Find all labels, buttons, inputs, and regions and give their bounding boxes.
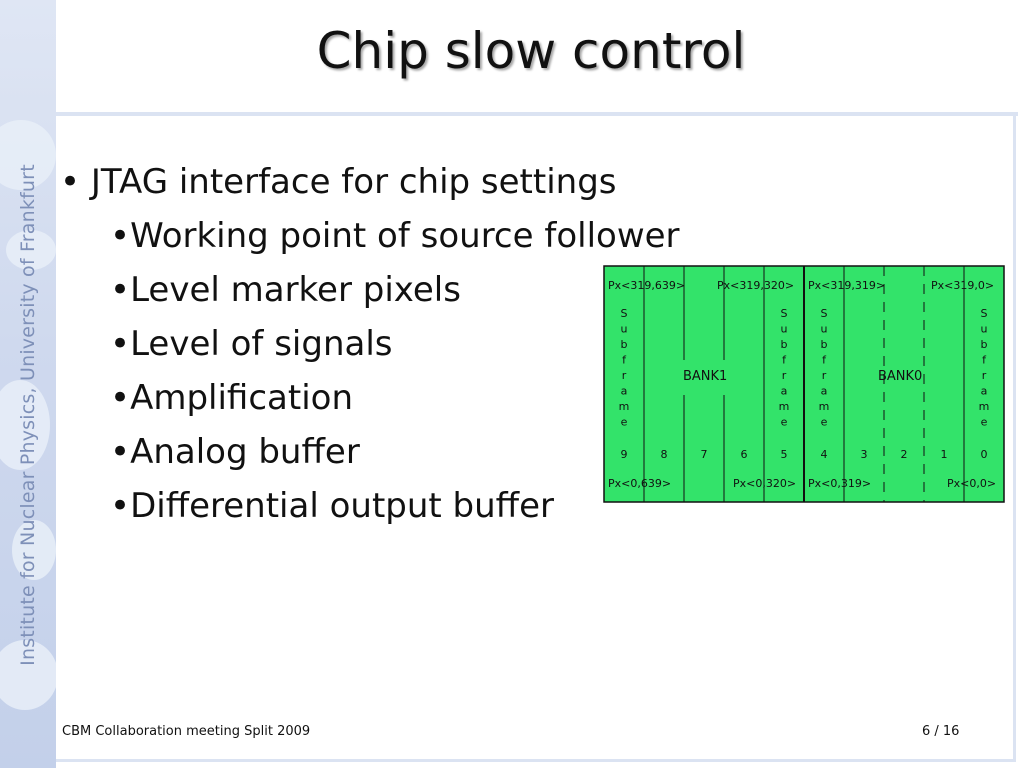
bottom-label-2: Px<0,319> — [808, 477, 871, 490]
diagram-labels: Px<319,639> Px<319,320> Px<319,319> Px<3… — [608, 279, 996, 490]
column-number: 8 — [661, 448, 668, 461]
title-divider — [56, 112, 1018, 116]
subframe-letter: f — [982, 354, 987, 367]
bank-label-1: BANK1 — [683, 369, 727, 384]
sidebar-institute-text: Institute for Nuclear Physics, Universit… — [17, 164, 39, 666]
footer-page-number: 6 / 16 — [922, 724, 960, 739]
subframe-letter: S — [821, 307, 828, 320]
subframe-letter: r — [622, 369, 627, 382]
subframe-letter: b — [981, 338, 988, 351]
bottom-label-0: Px<0,639> — [608, 477, 671, 490]
column-number: 3 — [861, 448, 868, 461]
subframe-letter: u — [781, 323, 788, 336]
subframe-letter: a — [621, 385, 628, 398]
bullet-item: •Working point of source follower — [110, 216, 680, 256]
subframe-letter: r — [782, 369, 787, 382]
column-number: 7 — [701, 448, 708, 461]
subframe-letter: f — [622, 354, 627, 367]
top-label-1: Px<319,320> — [717, 279, 794, 292]
subframe-letter: a — [821, 385, 828, 398]
column-numbers: 9 8 7 6 5 4 3 2 1 0 — [621, 448, 988, 461]
bullet-item: •Amplification — [110, 378, 353, 418]
bullet-list: • JTAG interface for chip settings •Work… — [60, 155, 680, 533]
subframe-letter: u — [981, 323, 988, 336]
pixel-bank-diagram: Px<319,639> Px<319,320> Px<319,319> Px<3… — [603, 265, 1005, 503]
bullet-item: • JTAG interface for chip settings — [60, 162, 617, 202]
column-number: 1 — [941, 448, 948, 461]
subframe-letter: b — [621, 338, 628, 351]
bottom-label-1: Px<0,320> — [733, 477, 796, 490]
bottom-label-3: Px<0,0> — [947, 477, 996, 490]
subframe-letter: b — [781, 338, 788, 351]
bullet-item: •Level of signals — [110, 324, 393, 364]
subframe-letter: e — [981, 416, 988, 429]
column-number: 2 — [901, 448, 908, 461]
top-label-2: Px<319,319> — [808, 279, 885, 292]
subframe-letter: r — [822, 369, 827, 382]
top-label-3: Px<319,0> — [931, 279, 994, 292]
top-label-0: Px<319,639> — [608, 279, 685, 292]
subframe-letter: e — [781, 416, 788, 429]
subframe-letter: u — [621, 323, 628, 336]
subframe-letter: m — [819, 400, 830, 413]
subframe-letter: m — [979, 400, 990, 413]
content-frame — [56, 116, 1016, 762]
subframe-letter: e — [821, 416, 828, 429]
subframe-letter: f — [782, 354, 787, 367]
subframe-letter: r — [982, 369, 987, 382]
subframe-letter: m — [619, 400, 630, 413]
column-number: 6 — [741, 448, 748, 461]
bullet-item: •Differential output buffer — [110, 486, 554, 526]
subframe-letter: m — [779, 400, 790, 413]
bullet-item: •Analog buffer — [110, 432, 360, 472]
subframe-letter: a — [981, 385, 988, 398]
subframe-letter: e — [621, 416, 628, 429]
subframe-letter: u — [821, 323, 828, 336]
subframe-letter: S — [981, 307, 988, 320]
bank-label-0: BANK0 — [878, 369, 922, 384]
column-number: 9 — [621, 448, 628, 461]
title-band — [56, 0, 1018, 112]
subframe-letter: b — [821, 338, 828, 351]
diagram-column-lines — [643, 266, 965, 502]
footer-meeting: CBM Collaboration meeting Split 2009 — [62, 724, 311, 739]
column-number: 5 — [781, 448, 788, 461]
column-number: 0 — [981, 448, 988, 461]
subframe-letter: f — [822, 354, 827, 367]
subframe-letter: S — [621, 307, 628, 320]
bullet-item: •Level marker pixels — [110, 270, 461, 310]
slide-title: Chip slow control — [316, 22, 746, 80]
subframe-letter: S — [781, 307, 788, 320]
subframe-letter: a — [781, 385, 788, 398]
column-number: 4 — [821, 448, 828, 461]
sidebar-logo-strip: Institute for Nuclear Physics, Universit… — [0, 0, 56, 768]
